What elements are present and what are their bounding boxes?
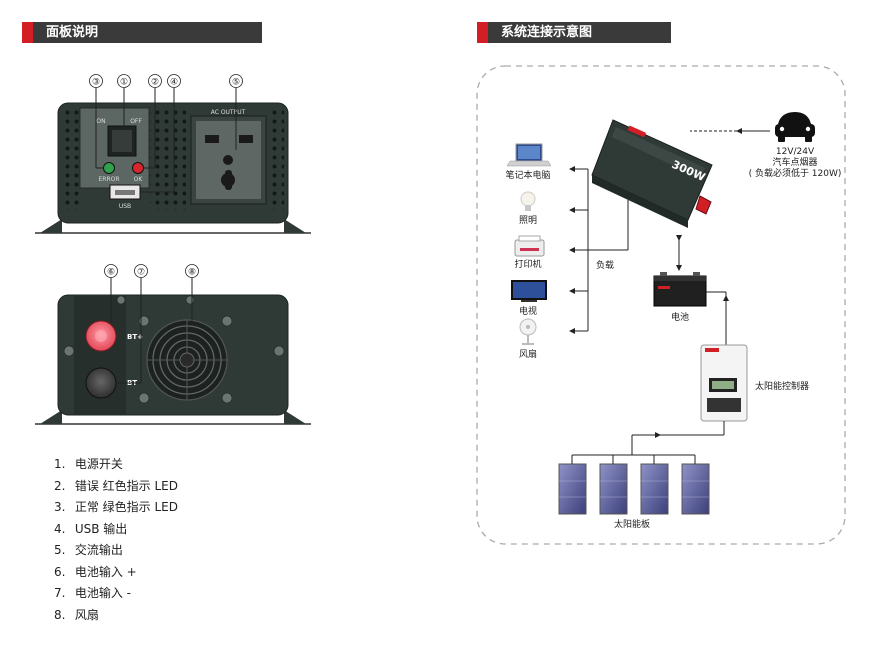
inverter-device: 300W — [591, 119, 713, 228]
solar-controller-label: 太阳能控制器 — [755, 380, 809, 392]
callout-5: ⑤ — [232, 78, 240, 88]
car-load-note-label: ( 负载必须低于 120W) — [749, 167, 842, 179]
switch-on-label: ON — [96, 118, 105, 125]
switch-off-label: OFF — [130, 118, 142, 125]
callout-6: ⑥ — [107, 268, 115, 278]
load-laptop-label: 笔记本电脑 — [505, 169, 550, 181]
solar-panel-label: 太阳能板 — [614, 518, 650, 530]
battery-controller-connector — [706, 291, 729, 345]
system-diagram-heading: 系统连接示意图 — [477, 22, 671, 43]
laptop-icon — [506, 143, 552, 167]
car-icon — [775, 112, 815, 142]
legend-item-8: 8. 风扇 — [54, 607, 99, 622]
solar-controller-device — [700, 344, 748, 422]
solar-connector — [571, 421, 725, 464]
cooling-fan — [146, 319, 228, 401]
panel-description-heading: 面板说明 — [22, 22, 262, 43]
callout-1: ① — [120, 78, 128, 88]
callout-8: ⑧ — [188, 268, 196, 278]
battery-icon — [653, 272, 707, 307]
legend-item-2: 2. 错误 红色指示 LED — [54, 478, 178, 493]
car-voltage-label: 12V/24V — [776, 147, 815, 157]
load-fan-label: 风扇 — [519, 348, 537, 360]
system-diagram: 笔记本电脑 照明 打印机 电视 风扇 负载 300W — [476, 65, 846, 545]
front-panel: ON OFF ERROR OK USB AC OUTPUT — [35, 74, 311, 234]
bt-plus-label: BT+ — [127, 333, 143, 341]
usb-label: USB — [119, 203, 131, 210]
legend-item-5: 5. 交流输出 — [54, 543, 123, 557]
load-lighting-label: 照明 — [519, 215, 537, 226]
legend-list: 1. 电源开关 2. 错误 红色指示 LED 3. 正常 绿色指示 LED 4.… — [54, 454, 178, 626]
legend-item-7: 7. 电池输入 - — [54, 586, 131, 600]
fan-icon — [519, 318, 537, 345]
car-lighter-label: 汽车点烟器 — [772, 156, 817, 168]
callout-7: ⑦ — [137, 268, 145, 278]
load-label: 负载 — [596, 259, 614, 271]
legend-item-3: 3. 正常 绿色指示 LED — [54, 500, 178, 514]
diagram-border — [476, 65, 846, 545]
ac-output-label: AC OUTPUT — [211, 109, 246, 116]
battery-label: 电池 — [671, 311, 689, 323]
legend-item-4: 4. USB 输出 — [54, 521, 128, 536]
load-tv-label: 电视 — [519, 305, 537, 317]
rear-panel: BT+ BT- ⑥ ⑦ ⑧ — [35, 264, 311, 425]
callout-3: ③ — [92, 78, 100, 88]
legend-item-6: 6. 电池输入 + — [54, 564, 137, 579]
load-printer-label: 打印机 — [514, 258, 541, 270]
callout-2: ② — [151, 78, 159, 88]
panel-description-title: 面板说明 — [46, 25, 99, 40]
solar-panel-array — [558, 463, 710, 515]
light-bulb-icon — [520, 191, 536, 211]
battery-negative-terminal[interactable] — [85, 367, 117, 399]
load-connector — [569, 166, 629, 334]
system-diagram-title: 系统连接示意图 — [501, 25, 593, 40]
led-error-label: ERROR — [98, 176, 119, 183]
ok-led-green — [103, 162, 115, 174]
tv-icon — [511, 280, 547, 302]
printer-icon — [514, 235, 545, 257]
callout-4: ④ — [170, 78, 178, 88]
error-led-red — [132, 162, 144, 174]
legend-item-1: 1. 电源开关 — [54, 457, 123, 471]
led-ok-label: OK — [134, 176, 144, 183]
